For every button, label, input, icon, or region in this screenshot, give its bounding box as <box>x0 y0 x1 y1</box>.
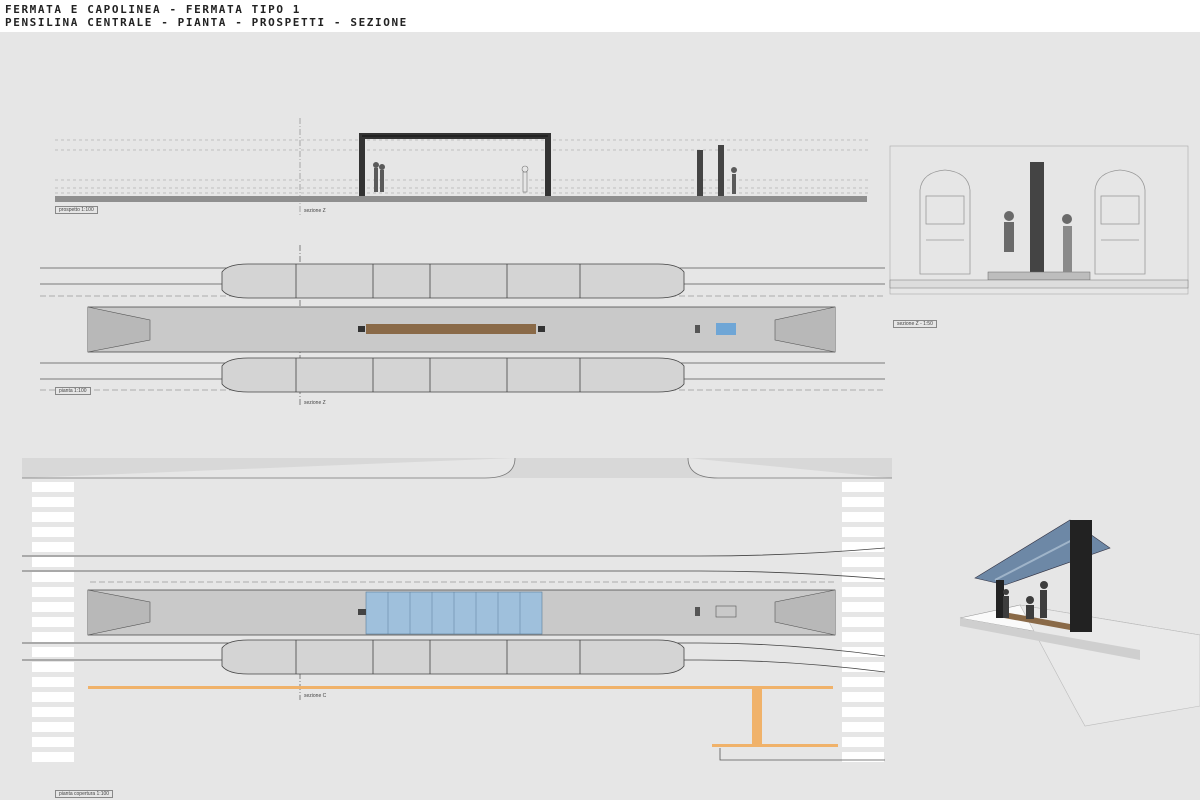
label-section-marker-elevation: sezione Z <box>304 208 326 214</box>
label-section-marker-roof: sezione C <box>304 693 327 699</box>
tram-front-left <box>919 169 971 275</box>
orange-route <box>88 686 838 747</box>
tram-front-right <box>1094 169 1146 275</box>
canopy-frame-elevation <box>359 133 551 196</box>
title-bar: FERMATA E CAPOLINEA - FERMATA TIPO 1 PEN… <box>0 0 1200 32</box>
totem-pillar-left <box>697 150 703 196</box>
label-pianta-copertura: pianta copertura 1:100 <box>55 790 114 798</box>
label-prospetto: prospetto 1:100 <box>55 206 98 214</box>
label-sezione: sezione Z - 1:50 <box>893 320 937 328</box>
canopy-pillar-section <box>1030 162 1044 274</box>
crosswalk-left <box>32 482 74 762</box>
section-frame <box>889 145 1189 295</box>
platform-section <box>987 271 1091 281</box>
ticket-machine-plan <box>716 323 736 335</box>
human-figures-elevation <box>373 162 737 194</box>
ground-strip <box>55 196 867 202</box>
crosswalk-right <box>842 482 884 762</box>
human-figures-section <box>1004 211 1072 272</box>
label-section-marker-plan: sezione Z <box>304 400 326 406</box>
title-line-1: FERMATA E CAPOLINEA - FERMATA TIPO 1 <box>5 3 302 16</box>
bench-plan <box>366 324 536 334</box>
label-pianta: pianta 1:100 <box>55 387 91 395</box>
tram-roof-plan <box>221 639 685 675</box>
tram-top-plan <box>221 263 685 299</box>
tram-bottom-plan <box>221 357 685 393</box>
title-line-2: PENSILINA CENTRALE - PIANTA - PROSPETTI … <box>5 16 408 29</box>
totem-pillar-right <box>718 145 724 196</box>
canopy-3d-view <box>959 519 1200 727</box>
roof-plan-tracks <box>22 547 886 700</box>
